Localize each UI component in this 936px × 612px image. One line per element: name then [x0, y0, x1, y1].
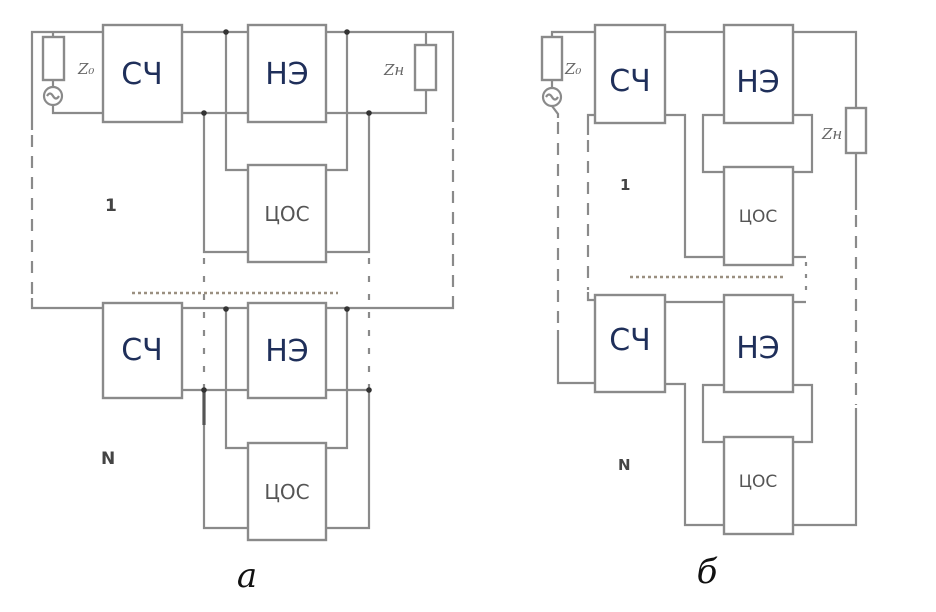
source-impedance-label: Z₀ — [564, 60, 581, 78]
cos-block-n — [246, 441, 328, 542]
load-impedance-label: Zн — [821, 125, 842, 143]
sch-feedback-loop-n — [202, 390, 371, 530]
ne-label-n: НЭ — [736, 331, 780, 366]
source-resistor-icon — [540, 35, 564, 82]
ne-feedback-loop-n — [224, 308, 349, 450]
diagram-b: Z₀ Zн СЧ НЭ ЦОС 1 СЧ НЭ ЦО — [540, 23, 868, 592]
cos-block-1 — [722, 165, 795, 267]
sch-label-1: СЧ — [609, 64, 651, 99]
ne-block-n — [722, 293, 795, 394]
frame-right-top — [326, 30, 455, 122]
caption-b: б — [697, 552, 718, 592]
cos-block-1 — [246, 163, 328, 264]
diagram-a: Z₀ Zн СЧ НЭ ЦОС 1 СЧ — [30, 23, 455, 596]
ne-block-1 — [722, 23, 795, 125]
cos-label-n: ЦОС — [264, 480, 309, 504]
stage-label-n: N — [101, 449, 115, 469]
sch-label-n: СЧ — [609, 323, 651, 358]
caption-a: а — [237, 556, 257, 596]
sch-block-n — [101, 301, 184, 400]
ne-feedback-loop-1 — [701, 113, 814, 174]
frame-left-top — [30, 30, 103, 130]
source-impedance-label: Z₀ — [77, 60, 94, 78]
ne-label-1: НЭ — [265, 57, 309, 92]
stage-label-1: 1 — [620, 176, 630, 194]
ne-feedback-loop-1 — [224, 32, 349, 172]
sch-feedback-loop-1 — [202, 113, 371, 254]
sch-output-wire-n — [665, 382, 724, 527]
load-impedance-label: Zн — [383, 61, 404, 79]
ne-label-1: НЭ — [736, 65, 780, 100]
sch-block-n — [593, 293, 667, 394]
cos-label-1: ЦОС — [739, 207, 777, 227]
source-resistor-icon — [41, 35, 66, 82]
frame-right-bottom — [326, 298, 455, 310]
sch-label-n: СЧ — [121, 333, 163, 368]
sch-output-wire-1 — [665, 113, 724, 259]
ne-feedback-loop-n — [701, 383, 814, 444]
stage-label-1: 1 — [105, 196, 117, 216]
cos-block-n — [722, 435, 795, 536]
ne-block-1 — [246, 23, 328, 124]
sch-block-1 — [593, 23, 667, 125]
cos-label-1: ЦОС — [264, 202, 309, 226]
sch-label-1: СЧ — [121, 57, 163, 92]
cos-label-n: ЦОС — [739, 472, 777, 492]
load-resistor-icon — [413, 43, 438, 92]
sch-block-1 — [101, 23, 184, 124]
load-resistor-icon — [844, 106, 868, 155]
stage-label-n: N — [618, 456, 631, 474]
ne-block-n — [246, 301, 328, 400]
ne-label-n: НЭ — [265, 334, 309, 369]
frame-left-bottom — [30, 298, 103, 310]
